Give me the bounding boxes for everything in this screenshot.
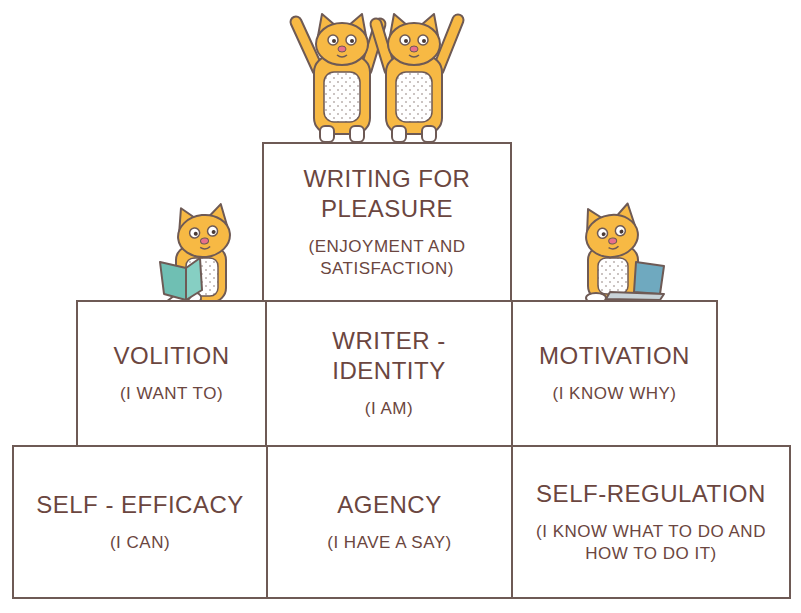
box-heading: MOTIVATION — [539, 341, 690, 371]
drawing-part — [396, 72, 432, 122]
pyramid-box: WRITER - IDENTITY (I AM) — [265, 300, 513, 447]
drawing-part — [388, 14, 440, 65]
drawing-part — [314, 56, 370, 134]
drawing-part — [438, 20, 458, 70]
box-heading: WRITER - IDENTITY — [277, 326, 501, 386]
drawing-part — [392, 126, 406, 142]
drawing-part — [160, 262, 186, 300]
box-subtitle: (I KNOW WHY) — [552, 383, 676, 405]
pyramid-box: AGENCY (I HAVE A SAY) — [266, 445, 513, 599]
drawing-part — [386, 56, 442, 134]
drawing-part — [296, 22, 318, 70]
box-subtitle: (I WANT TO) — [120, 383, 223, 405]
box-subtitle: (I CAN) — [110, 532, 170, 554]
box-subtitle: (I HAVE A SAY) — [327, 532, 451, 554]
drawing-part — [350, 126, 364, 142]
laptop-cat — [582, 203, 664, 303]
box-subtitle: (I AM) — [365, 398, 413, 420]
box-subtitle: (I KNOW WHAT TO DO AND HOW TO DO IT) — [526, 521, 776, 565]
drawing-part — [606, 292, 664, 300]
pyramid-box: MOTIVATION (I KNOW WHY) — [511, 300, 718, 447]
drawing-part — [438, 20, 458, 70]
pyramid-box: SELF-REGULATION (I KNOW WHAT TO DO AND HO… — [511, 445, 791, 599]
box-heading: SELF - EFFICACY — [36, 490, 244, 520]
goal-box: WRITING FOR PLEASURE (ENJOYMENT AND SATIS… — [262, 142, 512, 302]
cheering-cat — [376, 14, 458, 142]
drawing-part — [186, 258, 202, 300]
drawing-part — [324, 72, 360, 122]
pyramid-box: SELF - EFFICACY (I CAN) — [12, 445, 268, 599]
drawing-part — [582, 203, 641, 261]
box-heading: AGENCY — [337, 490, 441, 520]
drawing-part — [296, 22, 318, 70]
box-heading: SELF-REGULATION — [536, 479, 766, 509]
box-heading: WRITING FOR PLEASURE — [274, 164, 500, 224]
box-heading: VOLITION — [113, 341, 229, 371]
drawing-part — [320, 126, 334, 142]
pyramid-box: VOLITION (I WANT TO) — [76, 300, 267, 447]
drawing-part — [316, 14, 368, 65]
cheering-cat — [296, 14, 380, 142]
box-subtitle: (ENJOYMENT AND SATISFACTION) — [292, 236, 482, 280]
drawing-part — [175, 203, 232, 259]
drawing-part — [634, 262, 664, 294]
drawing-part — [422, 126, 436, 142]
drawing-part — [598, 258, 628, 294]
